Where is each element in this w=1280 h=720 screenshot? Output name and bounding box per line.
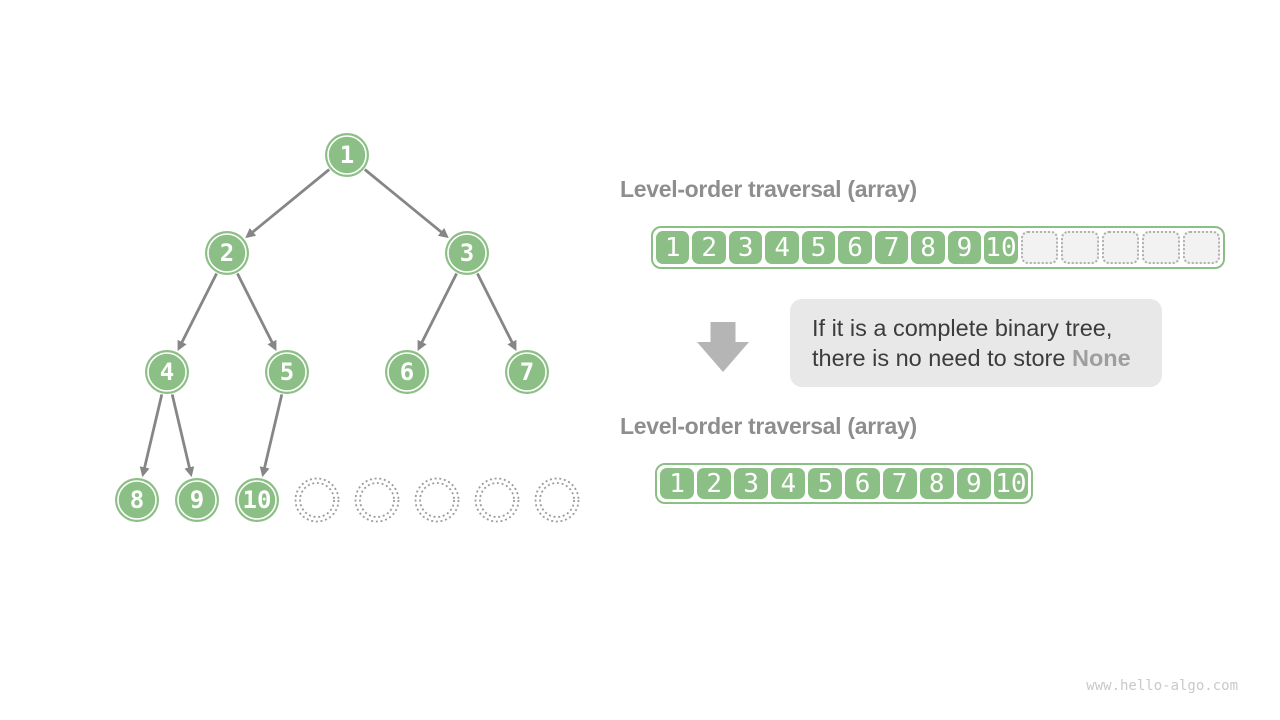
array-cell-9: 9: [947, 231, 982, 264]
array-cell-8: 8: [919, 468, 954, 499]
array-cell-1: 1: [656, 231, 690, 264]
down-arrow-icon: [697, 322, 749, 372]
tree-edge-5-10: [259, 394, 284, 478]
empty-tree-node: [354, 477, 400, 523]
tree-node-label: 6: [400, 358, 414, 386]
tree-node-label: 1: [340, 141, 354, 169]
tree-edge-2-5: [236, 272, 277, 351]
tree-node-10: 10: [235, 478, 279, 522]
array-cell-empty: [1020, 231, 1059, 264]
tree-node-label: 5: [280, 358, 294, 386]
tree-node-label: 10: [243, 486, 272, 514]
array-cell-empty: [1101, 231, 1140, 264]
array-cell-9: 9: [956, 468, 991, 499]
array-cell-5: 5: [808, 468, 843, 499]
empty-tree-node: [414, 477, 460, 523]
empty-tree-node: [294, 477, 340, 523]
array-cell-8: 8: [911, 231, 945, 264]
tree-node-label: 2: [220, 239, 234, 267]
array-cell-7: 7: [874, 231, 909, 264]
array-cell-10: 10: [984, 231, 1018, 264]
tree-node-label: 3: [460, 239, 474, 267]
tree-node-9: 9: [175, 478, 219, 522]
tree-node-3: 3: [445, 231, 489, 275]
tree-edge-4-8: [139, 394, 164, 478]
tree-node-2: 2: [205, 231, 249, 275]
array-cell-3: 3: [728, 231, 763, 264]
array-cell-empty: [1061, 231, 1099, 264]
note-box: If it is a complete binary tree, there i…: [790, 299, 1162, 387]
array-cell-6: 6: [838, 231, 872, 264]
tree-edge-3-6: [417, 272, 458, 351]
tree-node-label: 9: [190, 486, 204, 514]
array-cell-4: 4: [771, 468, 806, 499]
top-array-label: Level-order traversal (array): [620, 176, 917, 202]
tree-node-8: 8: [115, 478, 159, 522]
tree-node-label: 7: [520, 358, 534, 386]
array-cell-empty: [1182, 231, 1221, 264]
tree-node-7: 7: [505, 350, 549, 394]
note-none-keyword: None: [1071, 345, 1131, 371]
tree-node-5: 5: [265, 350, 309, 394]
array-cell-2: 2: [697, 468, 732, 499]
array-cell-2: 2: [692, 231, 726, 264]
empty-tree-node: [474, 477, 520, 523]
array-cell-5: 5: [801, 231, 836, 264]
tree-node-label: 8: [130, 486, 144, 514]
tree-edge-3-7: [476, 272, 517, 351]
note-line-1: If it is a complete binary tree,: [812, 315, 1113, 341]
array-cell-6: 6: [845, 468, 880, 499]
tree-edge-4-9: [170, 394, 195, 478]
array-cell-1: 1: [660, 468, 695, 499]
tree-edge-2-4: [177, 272, 218, 351]
bottom-array-label: Level-order traversal (array): [620, 413, 917, 439]
empty-tree-node: [534, 477, 580, 523]
array-cell-empty: [1142, 231, 1180, 264]
note-line-2: there is no need to store None: [812, 343, 1142, 373]
watermark: www.hello-algo.com: [1086, 678, 1238, 694]
binary-tree-diagram: 1 2 3 4 5 6 7 8 9 10: [115, 133, 580, 523]
tree-node-1: 1: [325, 133, 369, 177]
array-cell-3: 3: [734, 468, 769, 499]
array-cell-7: 7: [882, 468, 917, 499]
tree-node-4: 4: [145, 350, 189, 394]
array-cell-4: 4: [765, 231, 799, 264]
array-cell-10: 10: [993, 468, 1028, 499]
tree-node-label: 4: [160, 358, 174, 386]
tree-edge-1-2: [245, 168, 331, 239]
tree-edge-1-3: [363, 168, 449, 239]
note-line-2-text: there is no need to store: [812, 345, 1072, 371]
tree-node-6: 6: [385, 350, 429, 394]
